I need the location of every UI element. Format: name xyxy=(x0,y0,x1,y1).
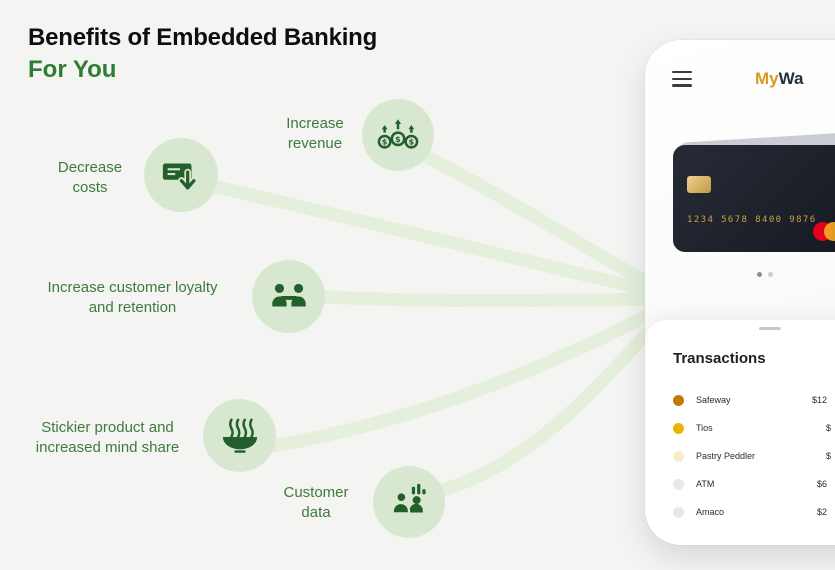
transaction-row[interactable]: ATM $6 xyxy=(645,470,835,498)
dollar-growth-icon: $ $ $ xyxy=(377,119,419,149)
app-logo-prefix: My xyxy=(755,69,779,88)
transaction-amount: $ xyxy=(826,451,832,461)
transaction-row[interactable]: Tios $ xyxy=(645,414,835,442)
carousel-dot[interactable] xyxy=(768,272,773,277)
merchant-name: ATM xyxy=(696,479,715,489)
benefit-icon-decrease-costs xyxy=(144,138,218,212)
benefit-label-customer-data: Customer data xyxy=(283,484,349,521)
transaction-amount: $2 xyxy=(817,507,828,517)
merchant-name: Safeway xyxy=(696,395,731,405)
svg-text:$: $ xyxy=(409,137,415,147)
transaction-row[interactable]: Safeway $12 xyxy=(645,386,835,414)
merchant-dot-icon xyxy=(673,450,684,462)
svg-text:$: $ xyxy=(382,137,388,147)
carousel-dots[interactable] xyxy=(757,272,773,277)
page-title: Benefits of Embedded Banking For You xyxy=(28,24,377,84)
benefit-icon-increase-revenue: $ $ $ xyxy=(362,99,434,171)
mastercard-logo-icon xyxy=(813,222,835,241)
carousel-dot-active[interactable] xyxy=(757,272,762,277)
transaction-amount: $12 xyxy=(812,395,828,405)
benefit-label-stickier-product: Stickier product and increased mind shar… xyxy=(35,419,180,456)
benefit-icon-loyalty xyxy=(252,260,325,333)
benefit-icon-customer-data xyxy=(373,466,445,538)
title-line-2: For You xyxy=(28,56,117,83)
credit-card[interactable]: 1234 5678 8400 9876 xyxy=(673,145,835,252)
benefit-label-loyalty: Increase customer loyalty and retention xyxy=(47,279,218,316)
noodle-bowl-icon xyxy=(222,418,257,453)
merchant-dot-icon xyxy=(673,478,684,490)
banknote-down-icon xyxy=(162,163,198,192)
drag-handle[interactable] xyxy=(759,327,781,330)
card-chip-icon xyxy=(687,176,711,193)
app-logo: MyWa xyxy=(755,69,804,89)
transaction-amount: $6 xyxy=(817,479,828,489)
benefit-label-decrease-costs: Decrease costs xyxy=(57,159,123,196)
transaction-row[interactable]: Pastry Peddler $ xyxy=(645,442,835,470)
merchant-dot-icon xyxy=(673,506,684,518)
transaction-amount: $ xyxy=(826,423,832,433)
merchant-name: Tios xyxy=(696,423,713,433)
title-line-1: Benefits of Embedded Banking xyxy=(28,24,378,51)
merchant-name: Pastry Peddler xyxy=(696,451,756,461)
hamburger-menu-icon[interactable] xyxy=(672,71,692,87)
transaction-row[interactable]: Amaco $2 xyxy=(645,498,835,526)
transactions-panel: Transactions Safeway $12 Tios $ Pastry P… xyxy=(645,320,835,545)
transactions-list: Safeway $12 Tios $ Pastry Peddler $ ATM … xyxy=(645,386,835,526)
transactions-heading: Transactions xyxy=(673,350,766,367)
people-chart-icon xyxy=(391,483,426,515)
phone-mockup: MyWa 1234 5678 8400 9876 Transactions Sa… xyxy=(645,40,835,545)
benefit-icon-stickier-product xyxy=(203,399,276,472)
app-logo-suffix: Wa xyxy=(778,69,804,88)
benefit-label-increase-revenue: Increase revenue xyxy=(286,115,344,152)
svg-text:$: $ xyxy=(395,134,401,144)
merchant-dot-icon xyxy=(673,422,684,434)
merchant-dot-icon xyxy=(673,394,684,406)
handshake-icon xyxy=(271,283,306,307)
card-number: 1234 5678 8400 9876 xyxy=(687,215,817,225)
merchant-name: Amaco xyxy=(696,507,725,517)
